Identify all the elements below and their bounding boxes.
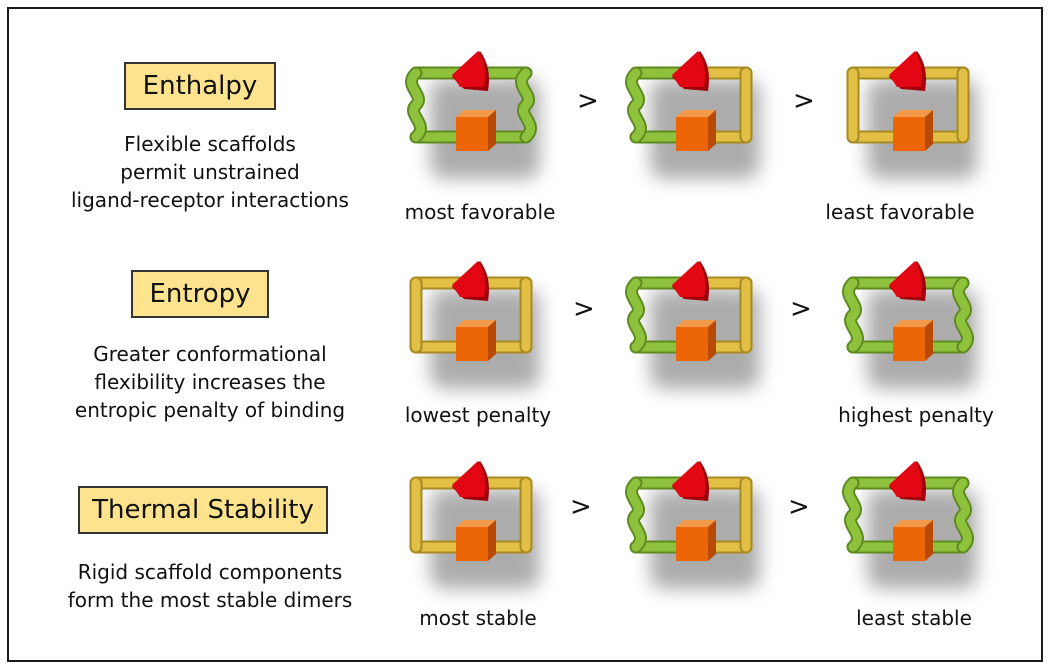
- description-line: Flexible scaffolds: [124, 132, 296, 156]
- greater-than-sign: >: [788, 492, 810, 522]
- scaffold-left-side: [627, 478, 645, 552]
- receptor-top: [456, 320, 496, 327]
- scaffold-dimer: [625, 261, 760, 389]
- receptor-top: [676, 520, 716, 527]
- scaffold-dimer: [842, 461, 977, 589]
- receptor-side: [708, 520, 716, 561]
- receptor-side: [925, 320, 933, 361]
- scaffold-dimer: [405, 51, 540, 179]
- scaffold-left-side: [844, 278, 862, 352]
- scaffold-right-side: [954, 478, 972, 552]
- receptor-cube: [676, 527, 708, 561]
- receptor-cube: [676, 327, 708, 361]
- receptor-cube: [676, 117, 708, 151]
- receptor-side: [488, 320, 496, 361]
- ligand-wedge: [452, 461, 486, 497]
- description-line: permit unstrained: [120, 160, 300, 184]
- ligand-wedge: [452, 261, 486, 297]
- ligand-wedge: [889, 261, 923, 297]
- description-line: form the most stable dimers: [67, 588, 353, 612]
- description-entropy: Greater conformational flexibility incre…: [30, 340, 390, 424]
- caption-left-enthalpy: most favorable: [404, 200, 556, 224]
- scaffold-dimer: [625, 461, 760, 589]
- receptor-cube: [893, 527, 925, 561]
- receptor-top: [893, 520, 933, 527]
- scaffold-right-side: [954, 278, 972, 352]
- receptor-side: [488, 110, 496, 151]
- heading-thermal-stability: Thermal Stability: [78, 486, 328, 534]
- receptor-cube: [456, 117, 488, 151]
- receptor-top: [676, 320, 716, 327]
- heading-entropy: Entropy: [131, 270, 269, 318]
- greater-than-sign: >: [573, 294, 595, 324]
- receptor-cube: [456, 527, 488, 561]
- caption-left-entropy: lowest penalty: [404, 403, 552, 427]
- receptor-cube: [456, 327, 488, 361]
- heading-enthalpy: Enthalpy: [124, 62, 276, 110]
- ligand-wedge: [889, 461, 923, 497]
- greater-than-sign: >: [790, 294, 812, 324]
- ligand-wedge: [452, 51, 486, 87]
- ligand-wedge: [672, 261, 706, 297]
- ligand-wedge: [889, 51, 923, 87]
- caption-right-entropy: highest penalty: [838, 403, 994, 427]
- scaffold-left-side: [844, 478, 862, 552]
- caption-right-thermal-stability: least stable: [856, 606, 972, 630]
- description-line: Rigid scaffold components: [77, 560, 343, 584]
- description-line: entropic penalty of binding: [74, 398, 346, 422]
- caption-left-thermal-stability: most stable: [419, 606, 537, 630]
- greater-than-sign: >: [793, 86, 815, 116]
- description-thermal-stability: Rigid scaffold components form the most …: [30, 558, 390, 614]
- description-line: ligand-receptor interactions: [71, 188, 349, 212]
- receptor-cube: [893, 117, 925, 151]
- ligand-wedge: [672, 51, 706, 87]
- receptor-side: [488, 520, 496, 561]
- description-line: flexibility increases the: [94, 370, 326, 394]
- receptor-top: [456, 110, 496, 117]
- receptor-top: [893, 110, 933, 117]
- scaffold-dimer: [842, 261, 977, 389]
- caption-right-enthalpy: least favorable: [825, 200, 975, 224]
- scaffold-left-side: [627, 278, 645, 352]
- scaffold-left-side: [627, 68, 645, 142]
- description-enthalpy: Flexible scaffolds permit unstrained lig…: [30, 130, 390, 214]
- receptor-top: [456, 520, 496, 527]
- receptor-side: [708, 110, 716, 151]
- receptor-cube: [893, 327, 925, 361]
- receptor-side: [925, 110, 933, 151]
- description-line: Greater conformational: [93, 342, 327, 366]
- scaffold-dimer: [409, 461, 540, 589]
- receptor-side: [925, 520, 933, 561]
- receptor-top: [676, 110, 716, 117]
- greater-than-sign: >: [577, 86, 599, 116]
- greater-than-sign: >: [570, 492, 592, 522]
- scaffold-left-side: [407, 68, 425, 142]
- receptor-side: [708, 320, 716, 361]
- scaffold-right-side: [517, 68, 535, 142]
- scaffold-dimer: [846, 51, 977, 179]
- receptor-top: [893, 320, 933, 327]
- ligand-wedge: [672, 461, 706, 497]
- scaffold-dimer: [625, 51, 760, 179]
- scaffold-dimer: [409, 261, 540, 389]
